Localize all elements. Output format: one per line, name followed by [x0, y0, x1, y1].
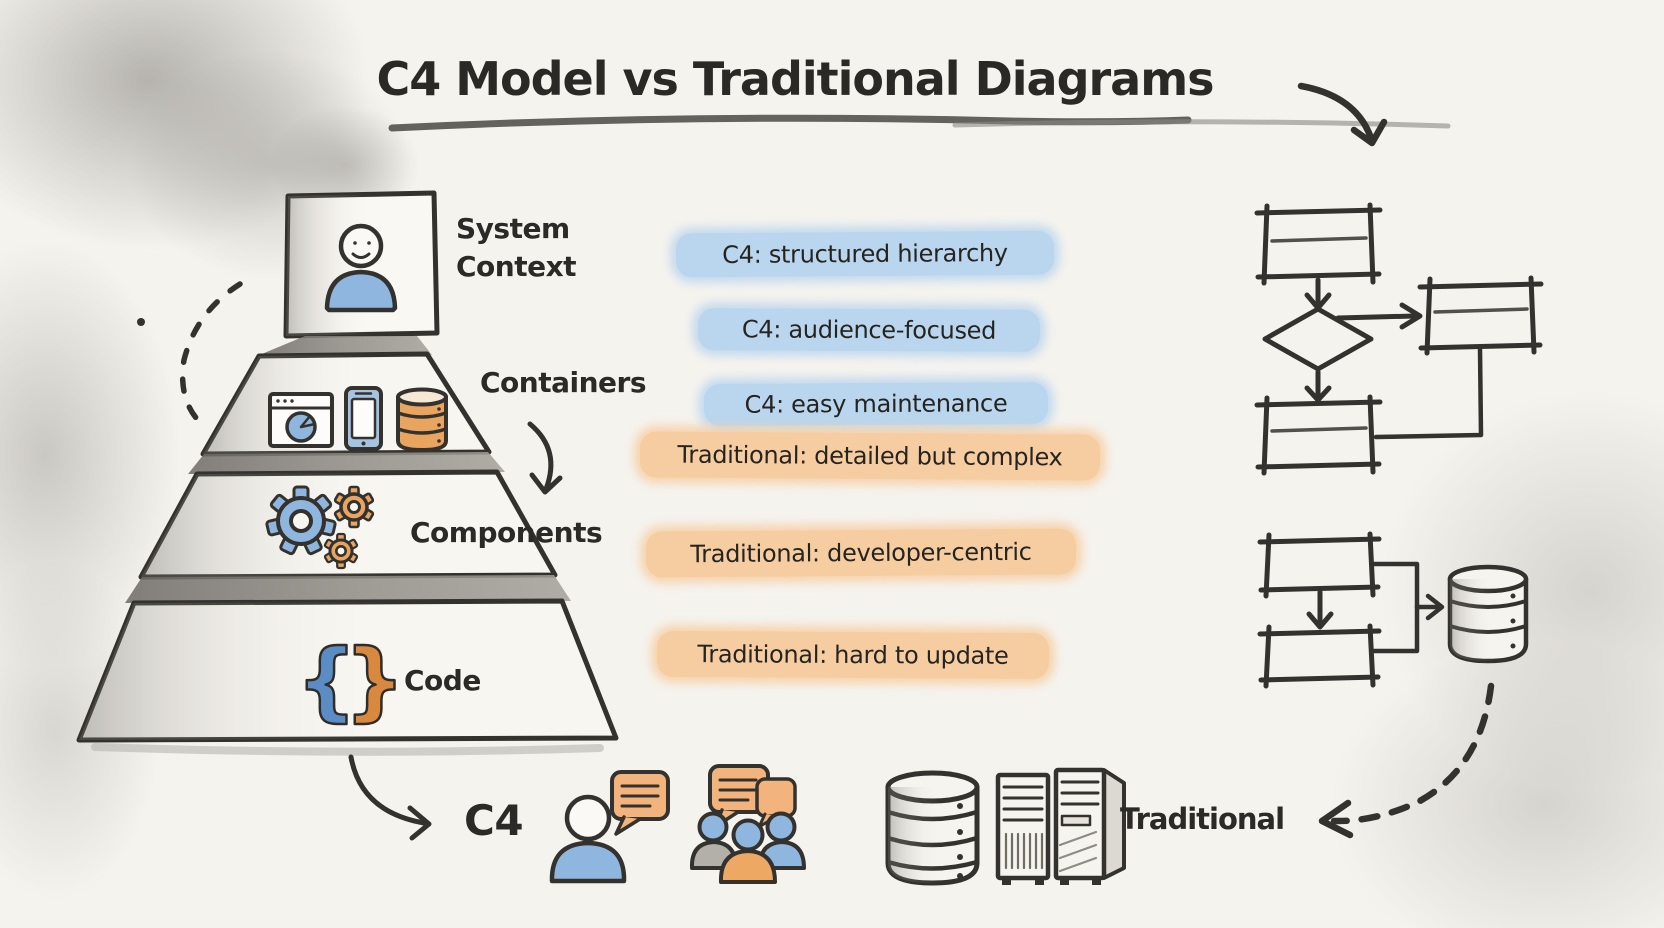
gears-icon [265, 485, 375, 570]
user-speech-icon [549, 770, 670, 884]
comparison-item: C4: easy maintenance [703, 382, 1049, 426]
c4-pyramid: { } [76, 190, 619, 756]
pyramid-level-code: { } [76, 598, 619, 743]
database-icon [396, 387, 448, 452]
title-underline [388, 114, 1451, 132]
pyramid-band-shading [188, 452, 505, 474]
server-rack-icon [995, 767, 1126, 885]
traditional-flowchart-bottom [1257, 531, 1529, 839]
flow-connector [1371, 561, 1420, 654]
flow-connector [1373, 346, 1484, 440]
comparison-item: Traditional: hard to update [656, 630, 1050, 680]
flowchart-node-box [1254, 394, 1383, 476]
title-arrow-icon [1297, 82, 1388, 147]
database-cylinder-icon [885, 770, 980, 886]
person-icon [324, 223, 398, 313]
pyramid-label-system-context: System Context [456, 212, 577, 283]
flowchart-node-box [1417, 275, 1544, 356]
flowchart-node-box [1257, 531, 1382, 599]
dashed-curve-decoration [137, 281, 243, 431]
c4-bottom-label: C4 [464, 796, 524, 845]
traditional-bottom-label: Traditional [1120, 802, 1285, 836]
svg-text:}: } [344, 631, 405, 731]
flow-arrowhead [1304, 385, 1332, 403]
pyramid-level-components [138, 469, 558, 580]
svg-text:{: { [296, 631, 357, 731]
traditional-flowchart-top [1254, 202, 1544, 476]
comparison-item: Traditional: developer-centric [645, 528, 1077, 578]
pyramid-label-containers: Containers [480, 366, 647, 399]
pyramid-base-shadow [91, 743, 604, 756]
pyramid-band-shading [125, 575, 571, 603]
dashed-arrow-icon [1318, 682, 1495, 839]
flowchart-node-box [1254, 202, 1383, 286]
pyramid-level-system-context [283, 190, 440, 339]
flow-arrow [1335, 313, 1417, 321]
flow-arrowhead [1425, 593, 1445, 621]
comparison-item: C4: audience-focused [697, 308, 1041, 352]
browser-icon [268, 392, 334, 448]
flow-arrowhead [1306, 611, 1334, 630]
flow-arrowhead [1399, 302, 1423, 330]
flowchart-node-box [1257, 623, 1382, 689]
pyramid-level-containers [200, 351, 492, 457]
c4-arrow-icon [348, 754, 432, 841]
bottom-row-art [348, 754, 1126, 886]
page-title: C4 Model vs Traditional Diagrams [376, 52, 1214, 106]
database-cylinder-icon [1447, 564, 1529, 664]
mobile-icon [344, 386, 383, 451]
decision-diamond [1262, 306, 1374, 372]
containers-arrow-icon [527, 421, 563, 495]
comparison-item: C4: structured hierarchy [675, 230, 1055, 278]
user-group-icon [689, 764, 806, 884]
pyramid-neck-shading [257, 336, 432, 356]
code-braces-icon: { } [295, 630, 407, 733]
pyramid-label-code: Code [404, 664, 481, 697]
pyramid-label-components: Components [410, 516, 603, 549]
comparison-item: Traditional: detailed but complex [639, 431, 1101, 481]
speech-bubble-icon [610, 770, 670, 836]
